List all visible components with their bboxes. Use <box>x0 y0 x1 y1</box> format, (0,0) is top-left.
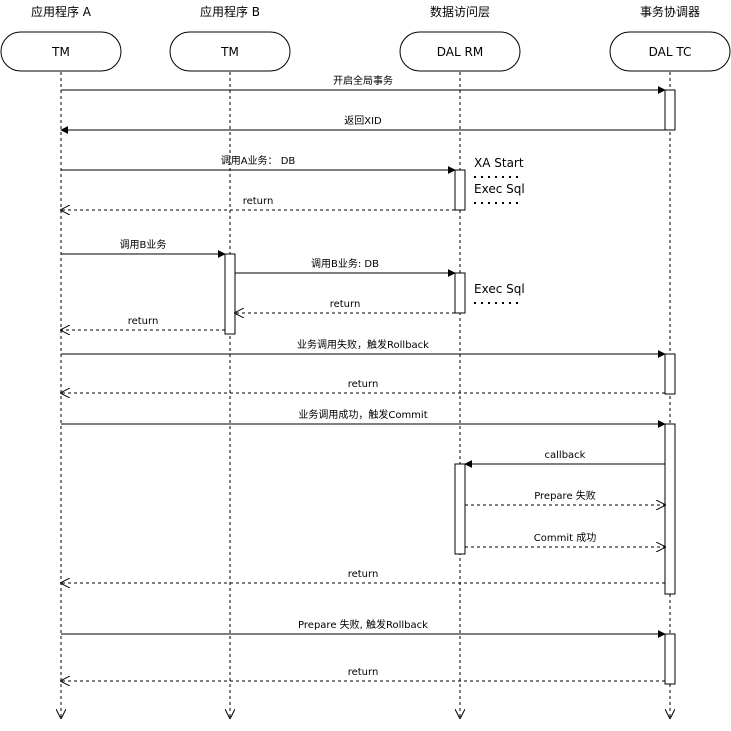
participant-title: 应用程序 B <box>200 4 260 19</box>
participant-box <box>399 31 521 72</box>
note-text: Exec Sql <box>474 182 525 196</box>
message-label: 调用B业务: DB <box>311 257 379 270</box>
message: return <box>61 379 665 393</box>
message: Prepare 失败 <box>465 489 665 505</box>
message: Prepare 失败, 触发Rollback <box>61 618 666 638</box>
activation-bar <box>454 169 466 211</box>
message: Commit 成功 <box>465 532 665 547</box>
message: return <box>61 316 225 330</box>
message-label: return <box>128 316 159 327</box>
message: return <box>235 299 455 313</box>
participant-label: TM <box>220 45 239 59</box>
activation-bar <box>664 353 676 395</box>
participant-box <box>0 31 122 72</box>
message-label: callback <box>545 450 586 461</box>
message: 开启全局事务 <box>61 74 666 94</box>
activation-bar <box>454 463 466 555</box>
participant-label: DAL RM <box>437 45 483 59</box>
message-label: Prepare 失败 <box>534 489 596 502</box>
message-label: 开启全局事务 <box>333 74 393 87</box>
message-label: Commit 成功 <box>534 532 596 544</box>
activation-bar <box>664 423 676 595</box>
participant-title: 应用程序 A <box>31 4 92 19</box>
message: return <box>61 569 665 583</box>
message: 业务调用成功，触发Commit <box>61 408 666 428</box>
participant-box <box>609 31 731 72</box>
message-label: 业务调用成功，触发Commit <box>298 408 427 421</box>
note-text: XA Start <box>474 156 524 170</box>
participant-box <box>169 31 291 72</box>
message: 调用B业务: DB <box>235 257 456 277</box>
message-label: return <box>348 379 379 390</box>
message: return <box>61 667 665 681</box>
message-label: return <box>330 299 361 310</box>
message-label: 调用A业务： DB <box>221 154 296 167</box>
participant-label: TM <box>51 45 70 59</box>
message-label: 返回XID <box>344 115 382 127</box>
message-label: return <box>348 569 379 580</box>
message: 返回XID <box>60 115 665 134</box>
message: 业务调用失败，触发Rollback <box>61 338 666 358</box>
activation-bar <box>454 272 466 314</box>
activation-bar <box>664 633 676 685</box>
message-label: 调用B业务 <box>120 238 167 251</box>
message-label: return <box>243 196 274 207</box>
message-label: return <box>348 667 379 678</box>
message: 调用B业务 <box>61 238 226 258</box>
note-text: Exec Sql <box>474 282 525 296</box>
participant-label: DAL TC <box>649 45 692 59</box>
message: return <box>61 196 455 210</box>
message-label: 业务调用失败，触发Rollback <box>297 338 429 351</box>
message: callback <box>464 450 665 468</box>
message-label: Prepare 失败, 触发Rollback <box>298 618 428 631</box>
message: 调用A业务： DB <box>61 154 456 174</box>
activation-bar <box>664 89 676 131</box>
activation-bar <box>224 253 236 335</box>
participant-title: 事务协调器 <box>640 4 700 19</box>
participant-title: 数据访问层 <box>430 4 490 19</box>
